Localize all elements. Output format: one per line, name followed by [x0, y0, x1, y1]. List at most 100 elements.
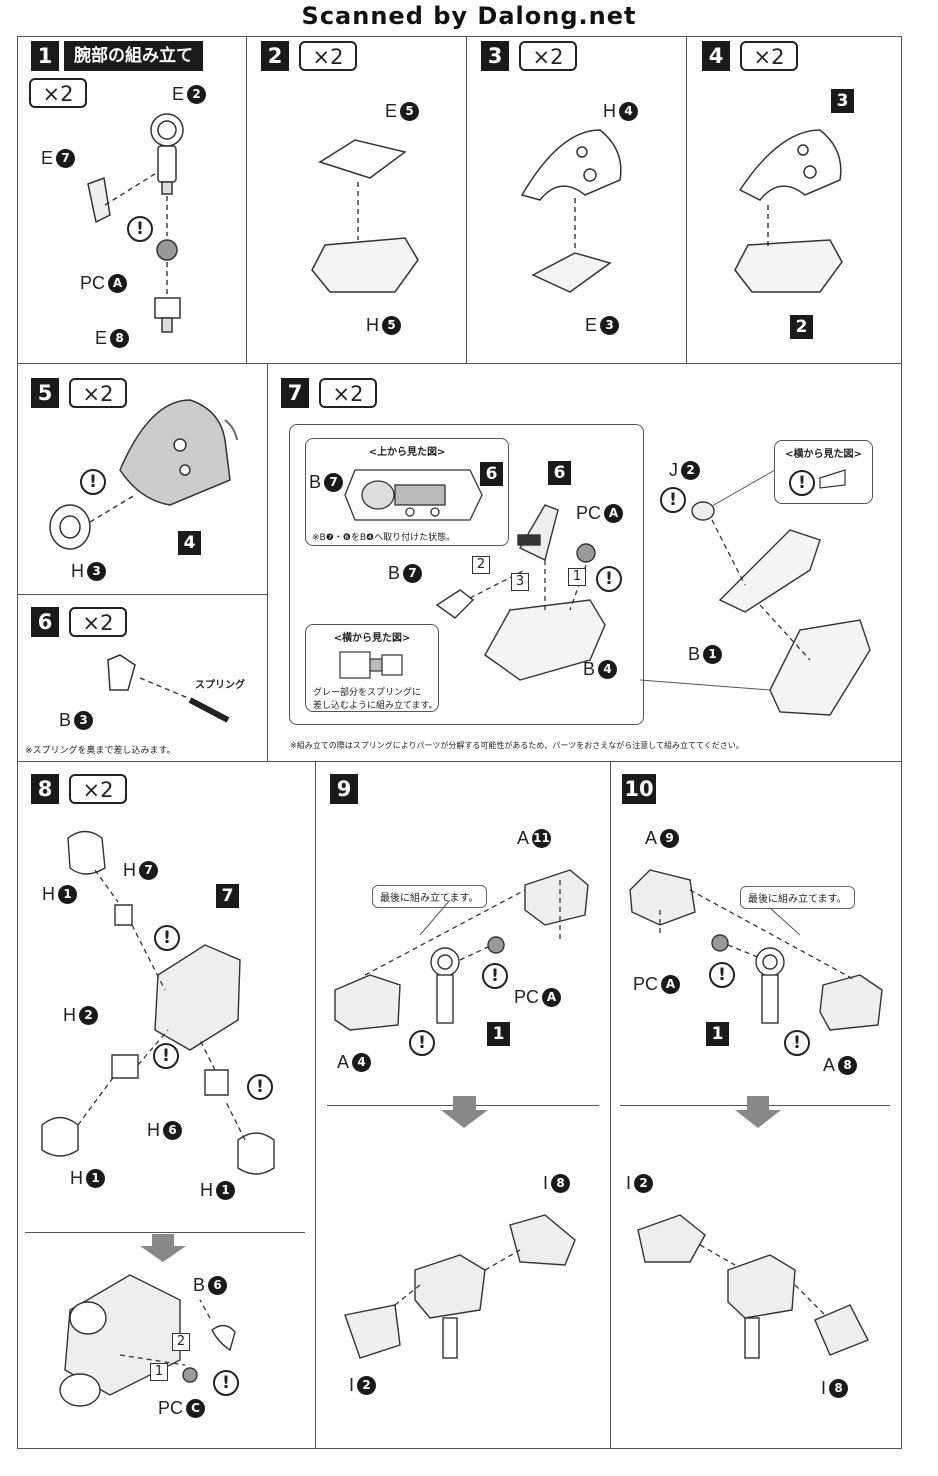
caution-icon: !	[482, 963, 508, 989]
step-reference: 1	[706, 1022, 729, 1046]
caution-icon: !	[247, 1074, 273, 1100]
caution-icon: !	[153, 1043, 179, 1069]
quantity-badge: ×2	[299, 41, 357, 71]
step-bottom-note: ※組み立ての際はスプリングによりパーツが分解する可能性があるため、パーツをおさえ…	[290, 741, 744, 750]
step-number: 10	[622, 774, 656, 804]
spring-label: スプリング	[195, 680, 245, 691]
note-bubble: 最後に組み立てます。	[372, 885, 487, 908]
order-number: 1	[150, 1363, 168, 1381]
caution-icon: !	[660, 487, 686, 513]
quantity-badge: ×2	[740, 41, 798, 71]
side-view-title: <横から見た図>	[785, 449, 862, 460]
step-reference: 1	[487, 1022, 510, 1046]
step-number: 7	[281, 378, 309, 408]
caution-icon: !	[784, 1030, 810, 1056]
caution-icon: !	[154, 925, 180, 951]
order-number: 3	[511, 573, 529, 591]
top-view-title: <上から見た図>	[368, 447, 446, 458]
caution-icon: !	[409, 1030, 435, 1056]
side-view-callout: <横から見た図>	[774, 440, 873, 504]
side-view-note: 差し込むように組み立てます。	[313, 701, 438, 711]
quantity-badge: ×2	[69, 774, 127, 804]
section-divider	[25, 1232, 305, 1233]
step-number: 2	[261, 41, 289, 71]
order-number: 2	[472, 556, 490, 574]
step-title: 腕部の組み立て	[64, 41, 203, 71]
order-number: 1	[568, 568, 586, 586]
top-view-note: ※B❼・❻をB❹へ取り付けた状態。	[312, 533, 456, 543]
part-reference: 6	[480, 462, 503, 486]
step-reference: 4	[178, 531, 201, 555]
caution-icon: !	[80, 469, 106, 495]
caution-icon: !	[127, 216, 153, 242]
step-number: 4	[702, 41, 730, 71]
quantity-badge: ×2	[29, 78, 87, 108]
panel-step10	[610, 761, 902, 1449]
step-reference: 7	[216, 884, 239, 908]
step-number: 5	[31, 378, 59, 408]
quantity-badge: ×2	[69, 607, 127, 637]
caution-icon: !	[789, 470, 815, 496]
step-reference: 3	[831, 89, 854, 113]
order-number: 2	[172, 1333, 190, 1351]
step-number: 8	[31, 774, 59, 804]
step-number: 6	[31, 607, 59, 637]
side-view-title: <横から見た図>	[333, 633, 411, 644]
quantity-badge: ×2	[69, 378, 127, 408]
caution-icon: !	[213, 1370, 239, 1396]
step-number: 1	[31, 41, 59, 71]
caution-icon: !	[709, 962, 735, 988]
step-number: 9	[330, 774, 358, 804]
quantity-badge: ×2	[319, 378, 377, 408]
step-note: ※スプリングを奥まで差し込みます。	[25, 746, 176, 756]
step-reference: 2	[790, 315, 813, 339]
part-reference: 6	[548, 461, 571, 485]
step-number: 3	[481, 41, 509, 71]
caution-icon: !	[596, 566, 622, 592]
